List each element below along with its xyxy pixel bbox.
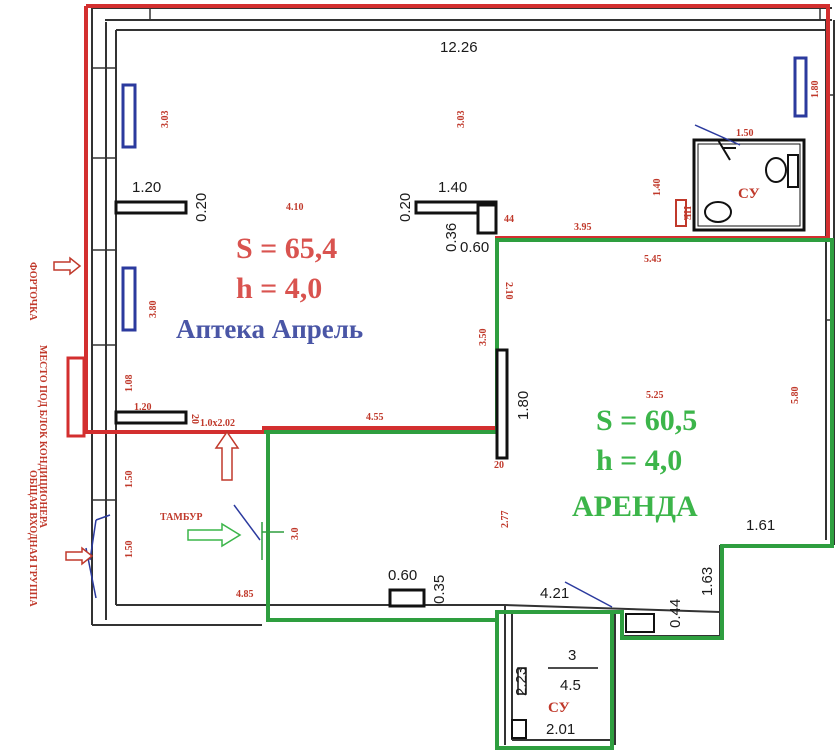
rent-name: АРЕНДА (572, 490, 698, 523)
rdim-20-b: 20 (494, 460, 504, 471)
pharmacy-area: S = 65,4 (236, 232, 337, 265)
rent-height: h = 4,0 (596, 444, 682, 477)
rdim-1-80-top: 1.80 (810, 81, 821, 99)
su-bottom-room (511, 581, 655, 739)
dim-1-20-a: 1.20 (132, 179, 161, 196)
arrows (53, 256, 242, 566)
dim-0-20-b: 0.20 (397, 193, 414, 222)
entrance-label: ОБЩАЯ ВХОДНАЯ ГРУППА (27, 470, 38, 607)
dim-0-35: 0.35 (431, 575, 448, 604)
rent-outline-lower (264, 238, 500, 434)
rdim-1-50-left2: 1.50 (124, 541, 135, 559)
dim-4-21: 4.21 (540, 585, 569, 602)
dim-0-20-a: 0.20 (193, 193, 210, 222)
fraction-top: 3 (568, 647, 576, 664)
ac-unit-box (66, 356, 86, 438)
rdim-5-80: 5.80 (790, 387, 801, 405)
fortochka-label: ФОРТОЧКА (27, 262, 38, 321)
tambur-outline (266, 432, 499, 748)
fraction-bottom: 4.5 (560, 677, 581, 694)
rdim-3-03-b: 3.03 (456, 111, 467, 129)
rdim-4-85: 4.85 (236, 589, 254, 600)
su-top-label: СУ (738, 186, 760, 202)
tambur-label: ТАМБУР (160, 512, 203, 523)
radiator-1 (121, 83, 137, 149)
radiators (121, 56, 808, 332)
pharmacy-height: h = 4,0 (236, 272, 322, 305)
dim-top-width: 12.26 (440, 39, 478, 56)
rdim-2-10: 2.10 (503, 282, 514, 300)
radiator-3 (793, 56, 808, 118)
rdim-door: 1.0x2.02 (200, 418, 235, 429)
rdim-3-0: 3.0 (290, 528, 301, 541)
rdim-20-a: 20 (189, 414, 200, 424)
rdim-1-08: 1.08 (124, 375, 135, 393)
rdim-3-95: 3.95 (574, 222, 592, 233)
dim-0-60-b: 0.60 (388, 567, 417, 584)
rdim-5-45: 5.45 (644, 254, 662, 265)
dim-1-40: 1.40 (438, 179, 467, 196)
rdim-4-55: 4.55 (366, 412, 384, 423)
su-small-label: ПЕ (681, 206, 692, 221)
rdim-3-50: 3.50 (478, 329, 489, 347)
rdim-44: 44 (504, 214, 514, 225)
rdim-1-50-left: 1.50 (124, 471, 135, 489)
dim-1-80: 1.80 (515, 391, 532, 420)
wall-stubs (114, 200, 509, 608)
rent-area: S = 60,5 (596, 404, 697, 437)
door-crosses (261, 522, 284, 560)
rdim-4-10: 4.10 (286, 202, 304, 213)
ac-place-label: МЕСТО ПОД БЛОК КОНДИЦИОНЕРА (37, 345, 48, 529)
dim-0-36: 0.36 (443, 223, 460, 252)
dim-1-63: 1.63 (699, 567, 716, 596)
dim-2-01: 2.01 (546, 721, 575, 738)
rdim-1-40: 1.40 (652, 179, 663, 197)
rdim-1-50-top: 1.50 (736, 128, 754, 139)
rdim-3-03-a: 3.03 (160, 111, 171, 129)
dim-0-60-a: 0.60 (460, 239, 489, 256)
su-bottom-label: СУ (548, 700, 570, 716)
rent-outline (495, 238, 834, 750)
su-top-room (675, 124, 806, 232)
pharmacy-name: Аптека Апрель (176, 314, 363, 344)
rdim-1-20: 1.20 (134, 402, 152, 413)
rdim-3-80: 3.80 (148, 301, 159, 319)
rdim-5-25: 5.25 (646, 390, 664, 401)
dim-2-23: 2.23 (513, 667, 530, 696)
rdim-2-77: 2.77 (500, 511, 511, 529)
radiator-2 (121, 266, 137, 332)
dim-0-44: 0.44 (667, 599, 684, 628)
dim-1-61: 1.61 (746, 517, 775, 534)
